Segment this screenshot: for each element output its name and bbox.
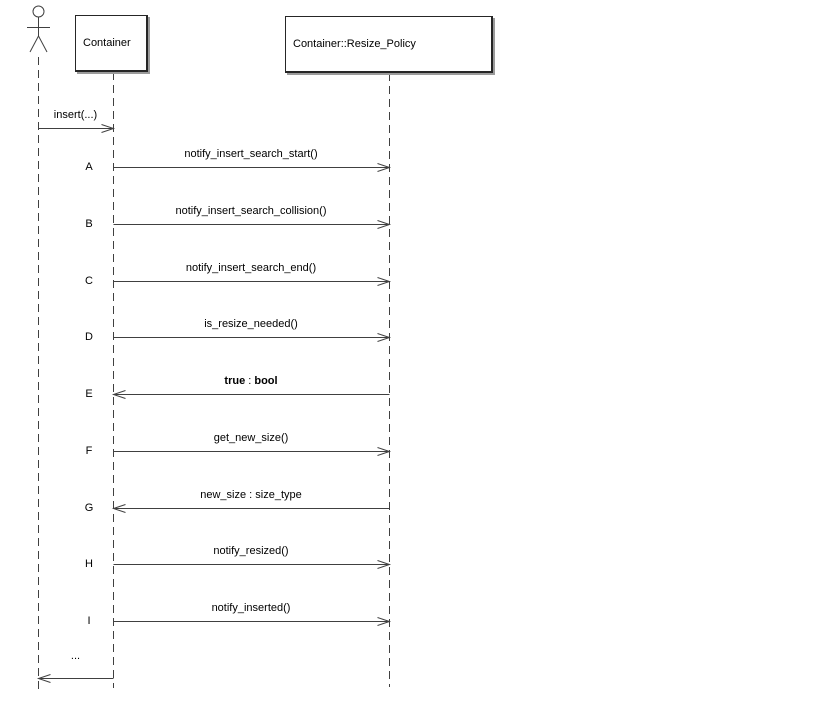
message-H-label-part: notify_resized() <box>213 545 289 557</box>
message-C-arrowhead <box>377 277 392 286</box>
message-E-label: true : bool <box>113 373 389 389</box>
message-E-letter: E <box>85 388 93 400</box>
message-B-label-part: notify_insert_search_collision() <box>175 205 327 217</box>
participant-resize-policy-box: Container::Resize_Policy <box>285 16 493 73</box>
message-I-label: notify_inserted() <box>113 600 389 616</box>
message-C-label-part: notify_insert_search_end() <box>185 262 317 274</box>
message-B-label: notify_insert_search_collision() <box>113 203 389 219</box>
participant-container-label: Container <box>83 37 131 49</box>
message-C-label: notify_insert_search_end() <box>113 260 389 276</box>
message-F-label-part: get_new_size() <box>213 432 289 444</box>
initial-message-label: insert(...) <box>53 109 98 121</box>
message-G-letter: G <box>84 502 94 514</box>
message-F-label: get_new_size() <box>113 430 389 446</box>
message-A-label-part: notify_insert_search_start() <box>184 148 318 160</box>
message-F-arrowhead <box>377 447 392 456</box>
message-D-label-part: is_resize_needed() <box>204 318 298 330</box>
message-E-label-part: : <box>245 375 255 387</box>
message-G-arrowhead <box>111 504 126 513</box>
participant-resize-policy-label: Container::Resize_Policy <box>293 38 416 50</box>
message-E-label-part: bool <box>254 375 278 387</box>
message-I-label-part: notify_inserted() <box>211 602 291 614</box>
message-E-label-part: true <box>224 375 246 387</box>
message-H-label: notify_resized() <box>113 543 389 559</box>
message-A-arrowhead <box>377 163 392 172</box>
message-C-letter: C <box>85 275 93 287</box>
message-arrows-group <box>111 163 392 626</box>
message-H-letter: H <box>85 558 93 570</box>
message-G-label-part: new_size : size_type <box>200 489 302 501</box>
message-D-label: is_resize_needed() <box>113 316 389 332</box>
message-B-letter: B <box>85 218 93 230</box>
message-E-arrowhead <box>111 390 126 399</box>
message-G-label: new_size : size_type <box>113 487 389 503</box>
message-B-arrowhead <box>377 220 392 229</box>
participant-container-box: Container <box>75 15 148 72</box>
final-message-label: ... <box>70 650 81 662</box>
message-A-label: notify_insert_search_start() <box>113 146 389 162</box>
actor-icon <box>27 5 50 53</box>
final-message-arrow <box>36 674 114 683</box>
message-I-arrowhead <box>377 617 392 626</box>
message-D-letter: D <box>85 331 93 343</box>
message-D-arrowhead <box>377 333 392 342</box>
message-F-letter: F <box>85 445 93 457</box>
initial-message-arrow <box>38 124 116 133</box>
message-A-letter: A <box>85 161 93 173</box>
message-H-arrowhead <box>377 560 392 569</box>
message-I-letter: I <box>87 615 91 627</box>
